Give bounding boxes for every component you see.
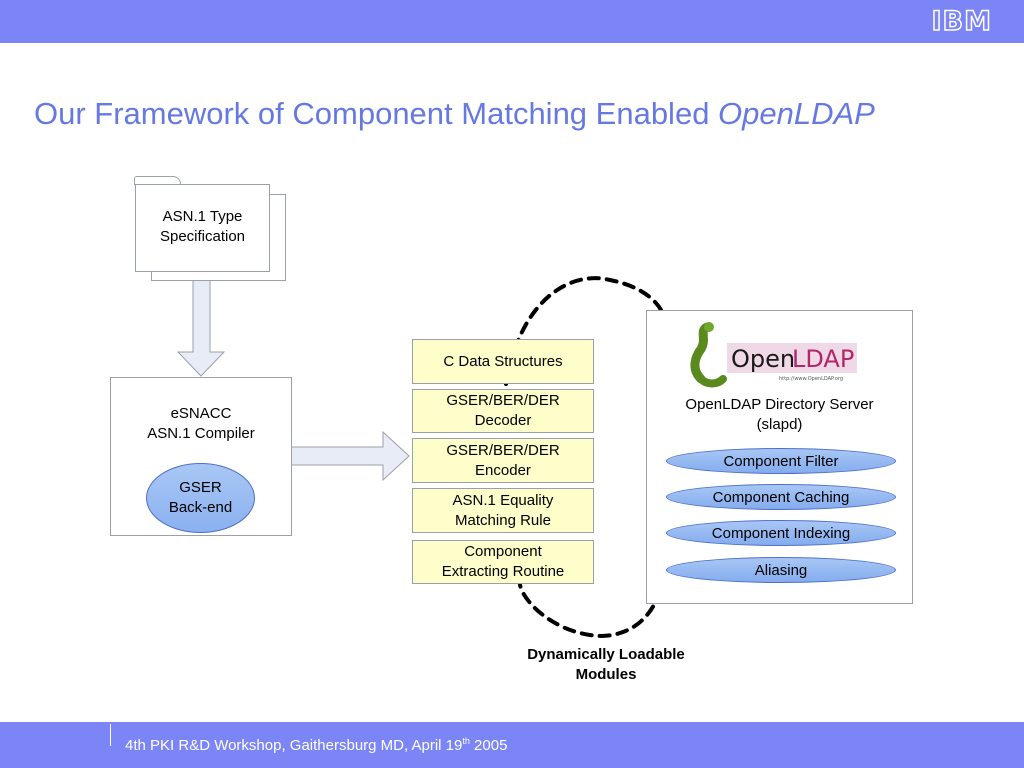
module-line1: ASN.1 Equality xyxy=(452,491,554,509)
modules-caption: Dynamically Loadable Modules xyxy=(496,645,716,685)
footer-divider xyxy=(110,724,111,746)
ibm-logo: IBM xyxy=(931,5,992,38)
feature-component-indexing: Component Indexing xyxy=(666,520,896,546)
asn-type-spec-document: ASN.1 Type Specification xyxy=(135,184,270,272)
esnacc-compiler-box: eSNACC ASN.1 Compiler GSER Back-end xyxy=(110,377,292,536)
asn-spec-line2: Specification xyxy=(159,228,246,245)
logo-ldap: LDAP xyxy=(792,345,854,373)
dynamic-loop xyxy=(504,276,668,638)
modules-caption-line1: Dynamically Loadable xyxy=(527,646,685,663)
compiler-label: eSNACC ASN.1 Compiler xyxy=(111,404,291,444)
document-tab xyxy=(134,176,181,185)
openldap-logo: Open LDAP http://www.OpenLDAP.org xyxy=(690,322,857,388)
header-bar: IBM xyxy=(0,0,1024,43)
logo-url: http://www.OpenLDAP.org xyxy=(779,376,843,382)
backend-line1: GSER xyxy=(179,479,222,496)
server-line2: (slapd) xyxy=(756,416,803,433)
footer-superscript: th xyxy=(462,736,470,746)
compiler-line1: eSNACC xyxy=(170,405,232,422)
footer-bar: 4th PKI R&D Workshop, Gaithersburg MD, A… xyxy=(0,722,1024,768)
feature-component-filter: Component Filter xyxy=(666,448,896,474)
module-c-data-structures: C Data Structures xyxy=(412,339,594,384)
logo-open: Open xyxy=(731,345,795,373)
feature-component-caching: Component Caching xyxy=(666,484,896,510)
module-line2: Decoder xyxy=(474,412,532,429)
modules-caption-line2: Modules xyxy=(575,666,637,683)
slide-title: Our Framework of Component Matching Enab… xyxy=(34,96,875,132)
title-italic: OpenLDAP xyxy=(718,96,875,131)
down-arrow xyxy=(176,279,226,377)
module-line1: C Data Structures xyxy=(443,352,563,370)
backend-line2: Back-end xyxy=(168,499,233,516)
module-line2: Extracting Routine xyxy=(441,563,565,580)
right-arrow xyxy=(290,430,410,482)
worm-icon xyxy=(690,322,727,388)
title-text: Our Framework of Component Matching Enab… xyxy=(34,96,719,131)
openldap-server-box: Open LDAP http://www.OpenLDAP.org OpenLD… xyxy=(646,310,913,604)
module-decoder: GSER/BER/DER Decoder xyxy=(412,389,594,433)
server-label: OpenLDAP Directory Server (slapd) xyxy=(647,395,912,435)
module-line2: Encoder xyxy=(475,461,531,479)
asn-spec-line1: ASN.1 Type xyxy=(162,208,243,225)
feature-aliasing: Aliasing xyxy=(666,557,896,583)
footer-year: 2005 xyxy=(469,737,508,754)
module-line1: GSER/BER/DER xyxy=(446,392,560,409)
compiler-line2: ASN.1 Compiler xyxy=(147,425,255,442)
module-encoder: GSER/BER/DER Encoder xyxy=(412,438,594,483)
footer-text: 4th PKI R&D Workshop, Gaithersburg MD, A… xyxy=(125,736,507,754)
module-line1: GSER/BER/DER xyxy=(446,441,560,459)
server-line1: OpenLDAP Directory Server xyxy=(685,396,874,413)
module-line2: Matching Rule xyxy=(455,511,551,529)
asn-spec-label: ASN.1 Type Specification xyxy=(136,207,269,247)
gser-backend-ellipse: GSER Back-end xyxy=(146,463,255,533)
module-line1: Component xyxy=(464,543,542,560)
footer-main: 4th PKI R&D Workshop, Gaithersburg MD, A… xyxy=(125,737,463,754)
